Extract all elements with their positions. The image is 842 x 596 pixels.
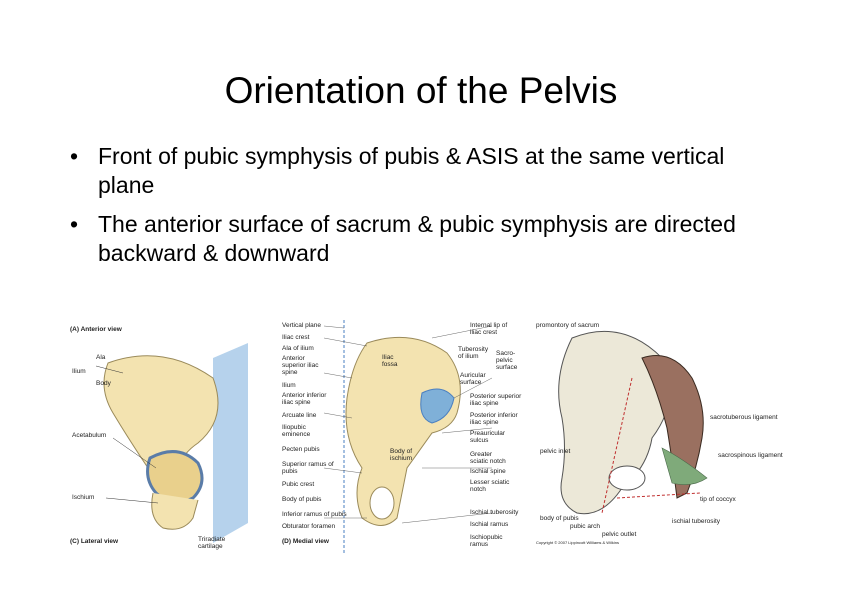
label-iliac-fossa: Iliac fossa — [382, 354, 398, 368]
auricular-surface-shape — [420, 388, 455, 424]
caption-anterior-view: (A) Anterior view — [70, 326, 122, 333]
label-auricular-surface: Auricular surface — [460, 372, 486, 386]
label-body-of-pubis-right: body of pubis — [540, 515, 579, 522]
label-ilium: Ilium — [72, 368, 86, 375]
label-ischiopubic-ramus: Ischiopubic ramus — [470, 534, 503, 548]
label-ischium: Ischium — [72, 494, 95, 501]
label-obturator-foramen: Obturator foramen — [282, 523, 336, 530]
bullet-list: • Front of pubic symphysis of pubis & ASI… — [70, 142, 770, 278]
figure-credit: Copyright © 2007 Lippincott Williams & W… — [536, 540, 619, 545]
label-promontory: promontory of sacrum — [536, 322, 600, 329]
label-body: Body — [96, 380, 111, 387]
label-ischial-tuberosity: Ischial tuberosity — [470, 509, 519, 516]
label-preauricular-sulcus: Preauricular sulcus — [470, 430, 506, 444]
label-ala: Ala — [96, 354, 106, 361]
slide-title: Orientation of the Pelvis — [224, 70, 618, 111]
label-lesser-sciatic-notch: Lesser sciatic notch — [470, 479, 510, 493]
label-arcuate-line: Arcuate line — [282, 412, 317, 419]
caption-medial-view: (D) Medial view — [282, 538, 329, 545]
figure-anterior-lateral-view: (A) Anterior view Ala Ilium Body Acetabu… — [68, 318, 280, 558]
bullet-glyph: • — [70, 143, 79, 169]
pelvic-outlet-line — [616, 492, 701, 499]
label-psis: Posterior superior iliac spine — [470, 393, 522, 407]
acetabulum-leader — [112, 437, 157, 469]
figure-pelvis-ligaments: promontory of sacrum sacrotuberous ligam… — [532, 318, 783, 548]
caption-lateral-view: (C) Lateral view — [70, 538, 119, 545]
ilium-medial-shape — [345, 336, 461, 526]
bullet-item: • Front of pubic symphysis of pubis & ASI… — [70, 142, 770, 200]
label-ischial-spine: Ischial spine — [470, 468, 506, 475]
bullet-item: • The anterior surface of sacrum & pubic … — [70, 210, 770, 268]
label-iliopubic-eminence: Iliopubic eminence — [282, 424, 311, 438]
ischium-shape — [151, 492, 199, 530]
label-sacrospinous: sacrospinous ligament — [718, 452, 783, 459]
label-ala-of-ilium: Ala of ilium — [282, 345, 314, 352]
label-ilium-medial: Ilium — [282, 382, 296, 389]
hip-bone-lateral-illustration — [95, 343, 248, 543]
label-sacrotuberous: sacrotuberous ligament — [710, 414, 778, 421]
ischium-leader — [105, 497, 159, 504]
acetabulum-shape — [146, 450, 204, 504]
label-ischial-tuberosity-right: ischial tuberosity — [672, 518, 721, 525]
label-body-of-pubis: Body of pubis — [282, 496, 322, 503]
ilium-leader — [95, 365, 124, 374]
label-greater-sciatic-notch: Greater sciatic notch — [470, 451, 506, 465]
medial-leader-lines — [323, 325, 493, 524]
label-piis: Posterior inferior iliac spine — [470, 412, 518, 426]
label-inferior-ramus: Inferior ramus of pubis — [282, 511, 347, 518]
label-superior-ramus: Superior ramus of pubis — [282, 461, 334, 475]
label-asis: Anterior superior iliac spine — [282, 355, 319, 376]
ilium-shape — [103, 355, 219, 469]
label-tuberosity-of-ilium: Tuberosity of ilium — [458, 346, 489, 360]
label-pelvic-inlet: pelvic inlet — [540, 448, 571, 455]
label-internal-lip: Internal lip of iliac crest — [470, 322, 508, 336]
hip-bone-medial-illustration — [323, 320, 493, 553]
label-pubic-crest: Pubic crest — [282, 481, 315, 488]
obturator-foramen-right — [608, 465, 646, 491]
vertical-plane — [213, 343, 248, 543]
bullet-text: Front of pubic symphysis of pubis & ASIS… — [98, 143, 725, 198]
bullet-text: The anterior surface of sacrum & pubic s… — [98, 211, 736, 266]
label-iliac-crest: Iliac crest — [282, 334, 310, 341]
label-pecten-pubis: Pecten pubis — [282, 446, 320, 453]
obturator-foramen-shape — [369, 486, 395, 520]
pelvic-inlet-line — [601, 377, 633, 514]
label-triradiate-cartilage: Triradiate cartilage — [198, 536, 226, 550]
label-aiis: Anterior inferior iliac spine — [282, 392, 327, 406]
label-pelvic-outlet: pelvic outlet — [602, 531, 637, 538]
bullet-glyph: • — [70, 211, 79, 237]
label-acetabulum: Acetabulum — [72, 432, 107, 439]
label-ischial-ramus: Ischial ramus — [470, 521, 509, 528]
ligament-shape — [661, 447, 708, 485]
label-body-of-ischium: Body of ischium — [390, 448, 413, 462]
figure-medial-view: Vertical plane Iliac crest Ala of ilium … — [282, 318, 534, 558]
label-tip-of-coccyx: tip of coccyx — [700, 496, 736, 503]
label-pubic-arch: pubic arch — [570, 523, 600, 530]
pelvis-ligaments-illustration — [558, 330, 708, 515]
label-vertical-plane: Vertical plane — [282, 322, 322, 329]
label-sacropelvic-surface: Sacro-pelvic surface — [496, 350, 518, 371]
